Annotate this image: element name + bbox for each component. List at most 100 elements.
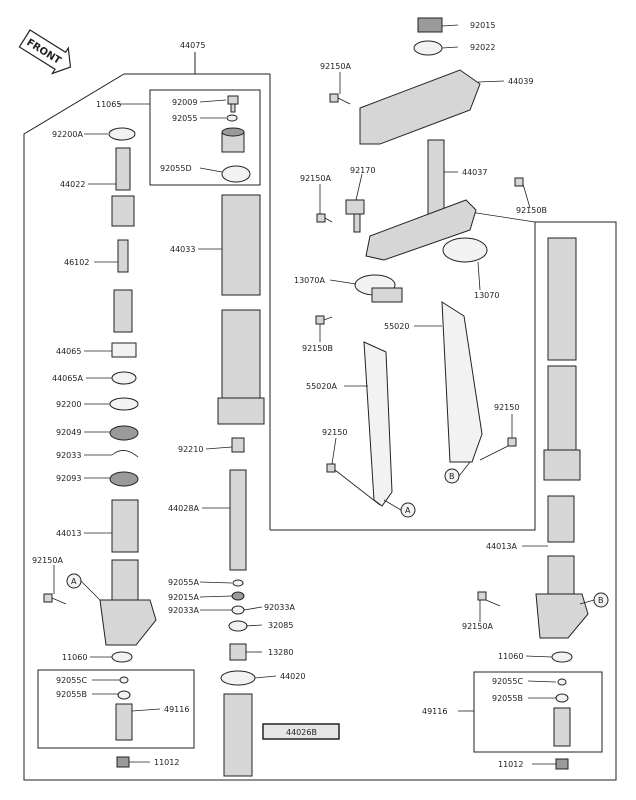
clamp-13070 [442,237,488,263]
label-44026B: 44026B [286,728,317,737]
inner-tube-right [543,237,581,481]
stem-to-frame-leader [469,211,536,223]
fork-cap [221,127,245,153]
bolt-92150-right [479,437,517,461]
label-92015A: 92015A [168,593,199,602]
label-49116-right: 49116 [422,707,447,716]
label-92055D: 92055D [160,164,192,173]
stem-nut-92015 [417,17,443,33]
label-92150B-right: 92150B [516,206,547,215]
oil-seal-92093 [109,471,139,487]
inner-tube-44033 [217,194,265,425]
label-92150A-top: 92150A [320,62,351,71]
left-fork-frame [23,52,364,781]
spring-label-highlight [262,723,340,740]
clamp-13070A [354,274,403,303]
stem-44037 [365,139,477,261]
label-44039: 44039 [508,77,533,86]
label-92150-mid: 92150 [322,428,347,437]
washer-92200 [109,397,139,411]
label-92022: 92022 [470,43,495,52]
label-44020: 44020 [280,672,305,681]
seat-44020 [220,670,256,686]
callout-a-guard-text: A [405,506,411,515]
label-11060-left: 11060 [62,653,87,662]
outer-tube-44013 [99,499,157,646]
label-92055: 92055 [172,114,197,123]
label-92150B-mid: 92150B [302,344,333,353]
label-44028A: 44028A [168,504,199,513]
clamp-92170 [345,199,365,233]
label-92093: 92093 [56,474,81,483]
washer-92200A [108,127,136,141]
washer-92022 [413,40,443,56]
washer-11060-right [551,651,573,663]
label-92015: 92015 [470,21,495,30]
washer-92033A [231,605,245,615]
label-92033A-left: 92033A [168,606,199,615]
cap-oring-small [226,114,238,122]
bolt-92150A-left [43,593,67,605]
label-92009: 92009 [172,98,197,107]
label-44075: 44075 [180,41,205,50]
front-arrow: FRONT [18,29,72,75]
outer-tube-44013A [535,495,589,639]
label-44037: 44037 [462,168,487,177]
label-44022: 44022 [60,180,85,189]
label-55020A: 55020A [306,382,337,391]
valve-kit-box-right [473,671,603,753]
collar-92210 [231,437,245,453]
ring-44065A [111,371,137,385]
label-92049: 92049 [56,428,81,437]
oring-92055C-left [119,676,129,684]
label-92033A-right: 92033A [264,603,295,612]
label-92055C-left: 92055C [56,676,87,685]
damper-rod-top [111,147,135,333]
guard-55020 [441,301,483,463]
label-44065: 44065 [56,347,81,356]
label-92200: 92200 [56,400,81,409]
guard-55020A [363,341,393,507]
label-44033: 44033 [170,245,195,254]
label-13070: 13070 [474,291,499,300]
washer-92015A [231,591,245,601]
washer-11060-left [111,651,133,663]
bolt-92150B-right [514,177,524,187]
cylinder-44028A [229,469,247,571]
label-49116-left: 49116 [164,705,189,714]
label-11060-right: 11060 [498,652,523,661]
label-92150-right: 92150 [494,403,519,412]
label-46102: 46102 [64,258,89,267]
label-92200A: 92200A [52,130,83,139]
part-labels: 44075 11065 92009 92055 92055D 92200A 44… [32,21,547,769]
valve-kit-box-left [37,669,195,749]
valve-49116-left [115,703,133,741]
callout-b-guard-text: B [449,472,455,481]
label-92055B-left: 92055B [56,690,87,699]
callout-a-left-text: A [71,577,77,586]
oil-seal-92049 [109,425,139,441]
right-fork-frame [270,221,617,781]
cap-oring [221,165,251,183]
piston-ring-44065 [111,342,137,358]
bushing-32085 [228,620,248,632]
label-44013: 44013 [56,529,81,538]
label-92150A-left: 92150A [32,556,63,565]
bolt-92150B-mid [315,315,333,325]
label-92150A-right: 92150A [462,622,493,631]
label-55020: 55020 [384,322,409,331]
cap-kit-box [149,89,261,186]
bolt-92150A-right [477,591,501,607]
label-92170: 92170 [350,166,375,175]
bolt-92150A-mid [316,213,333,223]
upper-bracket-44039 [359,69,481,145]
label-32085: 32085 [268,621,293,630]
label-92033: 92033 [56,451,81,460]
label-92055A: 92055A [168,578,199,587]
cap-bolt [227,95,239,113]
callout-b-right-text: B [598,596,604,605]
bolt-13280 [229,643,247,661]
label-92150A-mid: 92150A [300,174,331,183]
label-44013A: 44013A [486,542,517,551]
